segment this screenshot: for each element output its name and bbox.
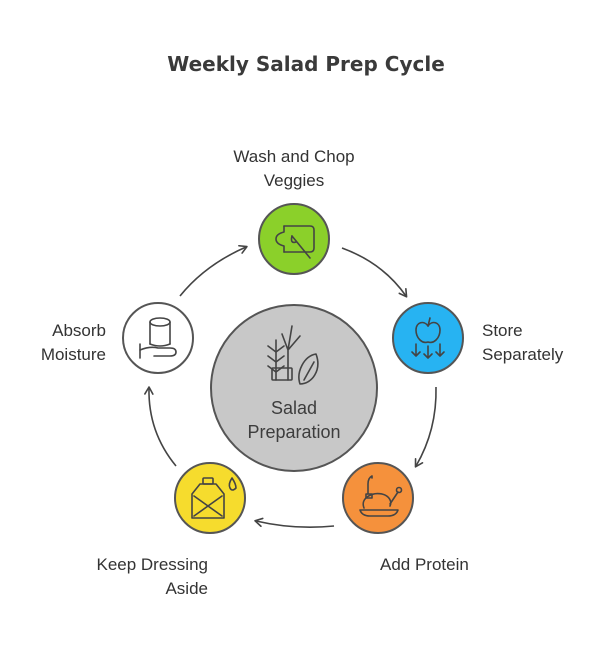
arrow-protein-to-dressing (254, 517, 335, 529)
cutting-board-knife-icon (275, 225, 315, 259)
apple-down-arrows-icon (411, 317, 445, 359)
page-title: Weekly Salad Prep Cycle (167, 52, 445, 76)
hand-paper-towel-icon (139, 317, 177, 359)
step-label-line2: Aside (165, 579, 208, 598)
arrow-dressing-to-absorb (144, 386, 177, 467)
roast-chicken-icon (359, 475, 403, 517)
arrow-wash-to-store (341, 247, 408, 298)
crossed-bottle-icon (191, 477, 237, 519)
step-label-line1: Wash and Chop (233, 147, 354, 166)
step-keep-dressing-aside: Keep Dressing Aside (96, 462, 246, 598)
step-label-line2: Moisture (41, 345, 106, 364)
step-label-line1: Absorb (52, 321, 106, 340)
step-wash-and-chop: Wash and Chop Veggies (233, 147, 355, 275)
center-label-line1: Salad (271, 398, 317, 418)
arrow-absorb-to-wash (179, 244, 248, 297)
step-add-protein: Add Protein (342, 462, 469, 574)
step-store-separately: Store Separately (392, 302, 564, 374)
wheat-and-leaf-icon (267, 325, 319, 385)
step-label-line2: Separately (482, 345, 564, 364)
arrow-store-to-protein (414, 386, 437, 468)
step-label-line1: Keep Dressing (96, 555, 208, 574)
center-label-line2: Preparation (247, 422, 340, 442)
step-label-line1: Add Protein (380, 555, 469, 574)
step-label-line1: Store (482, 321, 523, 340)
step-absorb-moisture: Absorb Moisture (41, 302, 194, 374)
center-node: Salad Preparation (210, 304, 378, 472)
step-label-line2: Veggies (264, 171, 325, 190)
